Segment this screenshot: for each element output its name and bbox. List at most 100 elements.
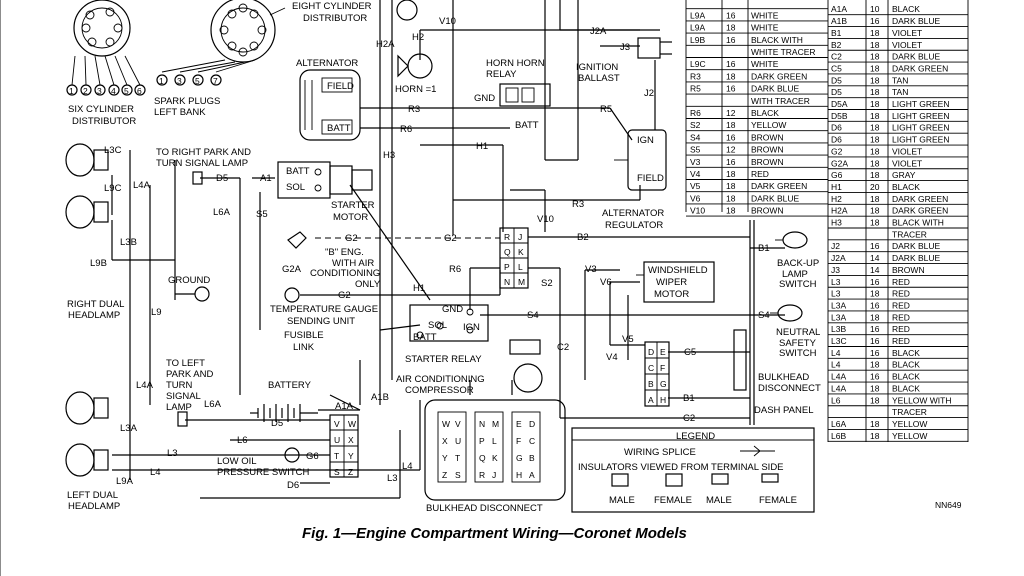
label-c5: C5 <box>684 347 696 358</box>
label-legend-female-1: FEMALE <box>654 495 692 506</box>
table-wire-color: BROWN <box>751 157 784 167</box>
table-wire-gauge: 16 <box>870 372 880 382</box>
table-wire-code: D6 <box>831 123 842 133</box>
bulkhead-connector-upper <box>499 227 529 289</box>
table-wire-gauge: 20 <box>870 182 880 192</box>
horn-h2a <box>396 0 418 21</box>
label-r6-mid: R6 <box>449 264 461 275</box>
label-j3: J3 <box>620 42 630 53</box>
bulkhead-connector-lower-left <box>329 414 359 478</box>
alternator-regulator <box>614 129 667 191</box>
table-wire-gauge: 16 <box>726 59 736 69</box>
table-wire-gauge: 16 <box>726 157 736 167</box>
table-wire-color: DARK GREEN <box>751 71 807 81</box>
label-h1-top: H1 <box>476 141 488 152</box>
table-wire-code: D5A <box>831 99 848 109</box>
table-wire-code: H2 <box>831 194 842 204</box>
connector-cell-letter: Y <box>348 451 354 461</box>
connector-cell-letter: T <box>334 451 339 461</box>
connector-cell-letter: K <box>492 453 498 463</box>
table-wire-code: L3A <box>831 300 846 310</box>
label-v4: V4 <box>606 352 618 363</box>
label-battery: BATTERY <box>268 380 312 391</box>
label-b-eng-4: ONLY <box>355 279 381 290</box>
label-horn-eq1: HORN =1 <box>395 84 436 95</box>
connector-cell-letter: N <box>504 277 510 287</box>
label-horn-relay-1: HORN HORN <box>486 58 545 69</box>
label-left-dual-1: LEFT DUAL <box>67 490 118 501</box>
table-wire-color: BLACK <box>892 348 920 358</box>
label-starter-2: MOTOR <box>333 212 368 223</box>
connector-cell-letter: R <box>479 470 485 480</box>
figure-caption: Fig. 1—Engine Compartment Wiring—Coronet… <box>302 525 687 542</box>
table-wire-code: V4 <box>690 169 701 179</box>
label-spark-2: LEFT BANK <box>154 107 206 118</box>
label-fusible-2: LINK <box>293 342 315 353</box>
legend-box <box>571 427 815 513</box>
table-wire-color: DARK BLUE <box>892 253 941 263</box>
horn-relay <box>499 83 551 107</box>
label-b2: B2 <box>577 232 589 243</box>
table-wire-gauge: 12 <box>726 145 736 155</box>
connector-cell-letter: F <box>516 436 521 446</box>
table-wire-color: DARK BLUE <box>751 193 800 203</box>
label-to-left-4: SIGNAL <box>166 391 201 402</box>
table-wire-gauge: 18 <box>870 40 880 50</box>
table-wire-color: DARK GREEN <box>892 194 948 204</box>
table-wire-gauge: 16 <box>870 16 880 26</box>
label-wiper-2: WIPER <box>656 277 687 288</box>
connector-cell-letter: E <box>660 347 666 357</box>
label-to-left-5: LAMP <box>166 402 192 413</box>
horn-h2 <box>397 53 433 79</box>
table-wire-color: RED <box>892 289 910 299</box>
label-batt-alt: BATT <box>327 123 351 134</box>
label-ac-1: AIR CONDITIONING <box>396 374 485 385</box>
connector-cell-letter: Z <box>348 467 353 477</box>
table-wire-color: LIGHT GREEN <box>892 111 949 121</box>
dash-panel <box>733 220 755 425</box>
label-s4-mid: S4 <box>527 310 539 321</box>
left-park-lamp-socket <box>177 411 188 427</box>
wire-runs <box>111 0 785 499</box>
table-wire-color: BLACK <box>892 182 920 192</box>
table-wire-code: B2 <box>831 40 842 50</box>
table-wire-color: GRAY <box>892 170 916 180</box>
table-wire-gauge: 16 <box>726 35 736 45</box>
label-h2a: H2A <box>376 39 395 50</box>
table-wire-gauge: 18 <box>870 206 880 216</box>
table-wire-gauge: 18 <box>870 75 880 85</box>
label-wiper-3: MOTOR <box>654 289 689 300</box>
table-wire-gauge: 18 <box>726 206 736 216</box>
connector-cell-letter: C <box>648 363 654 373</box>
label-b1-low: B1 <box>683 393 695 404</box>
connector-cell-letter: Y <box>442 453 448 463</box>
label-batt-relay: BATT <box>515 120 539 131</box>
spark-plug-number: 3 <box>177 76 182 86</box>
label-s4-right: S4 <box>758 310 770 321</box>
table-wire-gauge: 16 <box>870 277 880 287</box>
label-v10-mid: V10 <box>537 214 554 225</box>
table-wire-color: DARK BLUE <box>892 52 941 62</box>
table-wire-gauge: 16 <box>726 132 736 142</box>
label-six-cyl: SIX CYLINDER <box>68 104 134 115</box>
table-wire-code: D5 <box>831 75 842 85</box>
table-wire-color: LIGHT GREEN <box>892 99 949 109</box>
table-wire-gauge: 18 <box>870 419 880 429</box>
connector-cell-letter: F <box>660 363 665 373</box>
label-batt-sr: BATT <box>413 332 437 343</box>
connector-cell-letter: L <box>492 436 497 446</box>
label-d5-top: D5 <box>216 173 228 184</box>
label-backup-3: SWITCH <box>779 279 817 290</box>
label-l6a-low: L6A <box>204 399 222 410</box>
table-wire-gauge: 16 <box>870 336 880 346</box>
table-wire-code: H1 <box>831 182 842 192</box>
table-wire-gauge: 14 <box>870 253 880 263</box>
label-legend-female-2: FEMALE <box>759 495 797 506</box>
starter-motor <box>277 161 373 199</box>
label-d6: D6 <box>287 480 299 491</box>
table-wire-code: V5 <box>690 181 701 191</box>
table-wire-code: L9B <box>690 35 705 45</box>
table-wire-gauge: 18 <box>726 120 736 130</box>
